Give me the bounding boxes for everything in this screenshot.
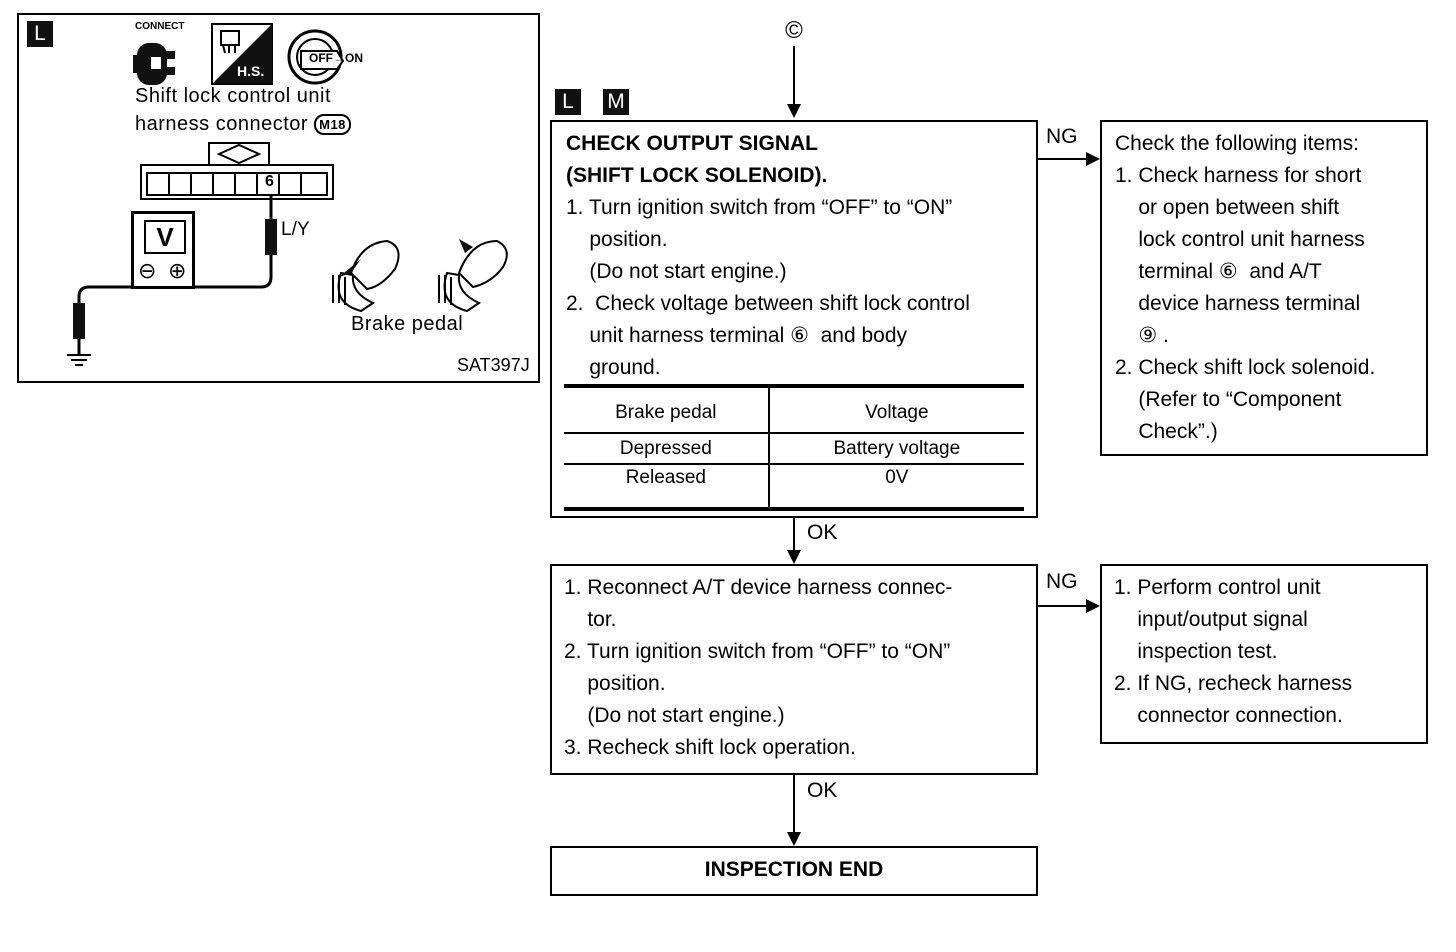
connector-id-badge: M18: [314, 114, 351, 136]
ng1-line-7: ⑨ .: [1115, 324, 1169, 347]
inspection-end-label: INSPECTION END: [704, 858, 884, 881]
hs-label: H.S.: [237, 63, 265, 79]
table-row: Released 0V: [564, 464, 1024, 509]
ignition-key-icon: [287, 29, 345, 85]
table-header-cell: Voltage: [865, 402, 929, 423]
harness-connector-label: harness connector: [135, 113, 309, 135]
connect-icon: [133, 43, 175, 85]
brake-pedal-label: Brake pedal: [351, 313, 464, 335]
ng-label-1: NG: [1046, 125, 1078, 148]
ng2-line-1: 1. Perform control unit: [1114, 576, 1321, 599]
connect-label: CONNECT: [135, 21, 185, 32]
step2-line-5: (Do not start engine.): [564, 704, 785, 727]
wire-color-label: L/Y: [281, 219, 310, 240]
hs-icon: [211, 23, 273, 85]
step1-line-5: unit harness terminal ⑥ and body: [566, 324, 908, 347]
ng2-line-4: 2. If NG, recheck harness: [1114, 672, 1353, 695]
ng2-line-3: inspection test.: [1114, 640, 1278, 663]
step2-line-3: 2. Turn ignition switch from “OFF” to “O…: [564, 640, 951, 663]
inspection-end-box: INSPECTION END: [550, 846, 1038, 896]
ng2-control-unit-box: 1. Perform control unit input/output sig…: [1100, 564, 1428, 744]
illustration-panel: L CONNECT H.S. OFF→ON Shift lock control…: [17, 13, 540, 383]
ng1-check-items-box: Check the following items: 1. Check harn…: [1100, 120, 1428, 456]
step2-line-6: 3. Recheck shift lock operation.: [564, 736, 856, 759]
voltage-table: Brake pedal Voltage Depressed Battery vo…: [564, 384, 1024, 511]
ng2-line-2: input/output signal: [1114, 608, 1308, 631]
step1-title-1: CHECK OUTPUT SIGNAL: [566, 132, 818, 155]
terminal-number: 6: [265, 173, 274, 190]
step1-line-3: (Do not start engine.): [566, 260, 787, 283]
ng-label-2: NG: [1046, 570, 1078, 593]
meter-plus-icon: ⊕: [168, 258, 187, 283]
badge-l-illustration: L: [27, 21, 53, 47]
table-row: Depressed Battery voltage: [564, 433, 1024, 464]
table-cell: Depressed: [564, 433, 770, 464]
brake-pedal-depressed-icon: [332, 239, 400, 313]
ok-label-2: OK: [807, 779, 838, 802]
ok-label-1: OK: [807, 521, 838, 544]
meter-minus-icon: ⊖: [138, 258, 157, 283]
step2-line-4: position.: [564, 672, 666, 695]
voltmeter: V ⊖ ⊕: [131, 211, 195, 289]
table-cell: Battery voltage: [833, 437, 961, 459]
ng1-line-6: device harness terminal: [1115, 292, 1361, 315]
badge-m-step1: M: [603, 89, 629, 115]
ng1-line-10: Check”.): [1115, 420, 1218, 443]
connector-c-marker: ©: [785, 17, 803, 44]
step2-line-2: tor.: [564, 608, 617, 631]
table-header-row: Brake pedal Voltage: [564, 386, 1024, 433]
table-cell: 0V: [885, 467, 909, 488]
wiring-drawing: [67, 195, 277, 366]
reconnect-recheck-box: 1. Reconnect A/T device harness connec- …: [550, 564, 1038, 775]
step1-title-2: (SHIFT LOCK SOLENOID).: [566, 164, 828, 187]
table-header-cell: Brake pedal: [564, 386, 770, 433]
voltmeter-display: V: [144, 220, 186, 254]
harness-connector-drawing: [140, 142, 334, 200]
illustration-caption-2: harness connector M18: [135, 113, 351, 136]
step2-line-1: 1. Reconnect A/T device harness connec-: [564, 576, 953, 599]
ng1-line-3: or open between shift: [1115, 196, 1340, 219]
step1-line-1: 1. Turn ignition switch from “OFF” to “O…: [566, 196, 953, 219]
figure-code: SAT397J: [457, 355, 530, 375]
badge-l-step1: L: [555, 89, 581, 115]
table-cell: Released: [564, 464, 770, 509]
ng1-line-4: lock control unit harness: [1115, 228, 1365, 251]
key-label: OFF→ON: [309, 51, 363, 65]
ng2-line-5: connector connection.: [1114, 704, 1343, 727]
step1-line-6: ground.: [566, 356, 661, 379]
ng1-line-5: terminal ⑥ and A/T: [1115, 260, 1322, 283]
step1-line-2: position.: [566, 228, 668, 251]
brake-pedal-released-icon: [438, 239, 508, 313]
illustration-caption-1: Shift lock control unit: [135, 85, 332, 107]
step1-line-4: 2. Check voltage between shift lock cont…: [566, 292, 970, 315]
ng1-line-8: 2. Check shift lock solenoid.: [1115, 356, 1376, 379]
ng1-line-1: Check the following items:: [1115, 132, 1359, 155]
ng1-line-9: (Refer to “Component: [1115, 388, 1342, 411]
ng1-line-2: 1. Check harness for short: [1115, 164, 1362, 187]
check-output-signal-box: CHECK OUTPUT SIGNAL (SHIFT LOCK SOLENOID…: [550, 120, 1038, 518]
